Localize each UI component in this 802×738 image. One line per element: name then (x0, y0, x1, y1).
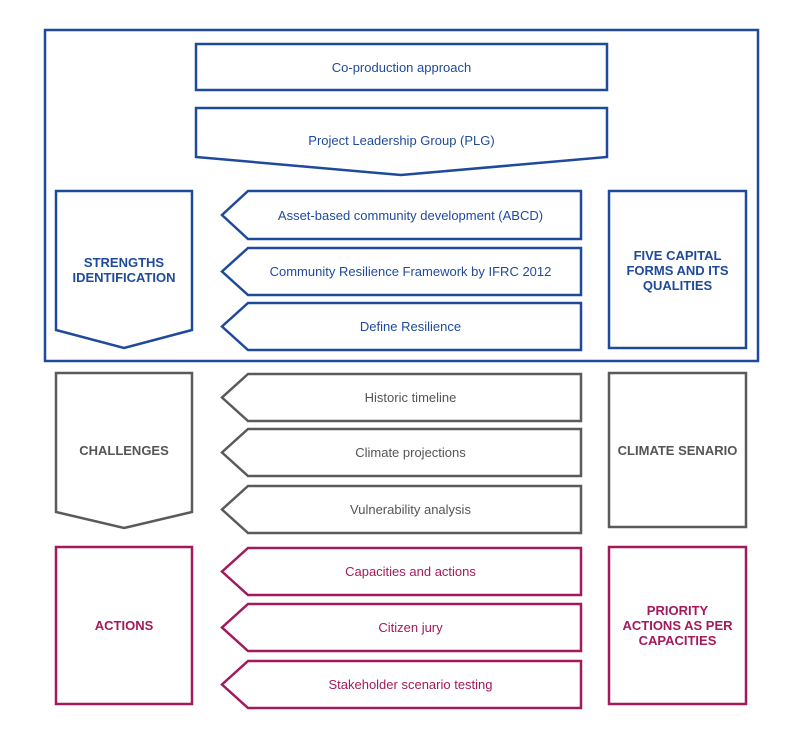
plg-box (194, 106, 609, 177)
climate-scenario-box (607, 371, 748, 529)
strengths-frame (43, 28, 760, 363)
vulnerability-arrow (220, 484, 583, 535)
projections-arrow (220, 427, 583, 478)
actions-left-box (54, 545, 194, 706)
stakeholder-arrow (220, 659, 583, 710)
capacities-arrow (220, 546, 583, 597)
citizen-jury-arrow (220, 602, 583, 653)
priority-actions-box (607, 545, 748, 706)
define-resilience-arrow (220, 301, 583, 352)
challenges-left-box (54, 371, 194, 530)
abcd-arrow (220, 189, 583, 241)
coproduction-box (194, 42, 609, 92)
strengths-left-box (54, 189, 194, 350)
historic-arrow (220, 372, 583, 423)
ifrc-arrow (220, 246, 583, 297)
five-capital-box (607, 189, 748, 350)
